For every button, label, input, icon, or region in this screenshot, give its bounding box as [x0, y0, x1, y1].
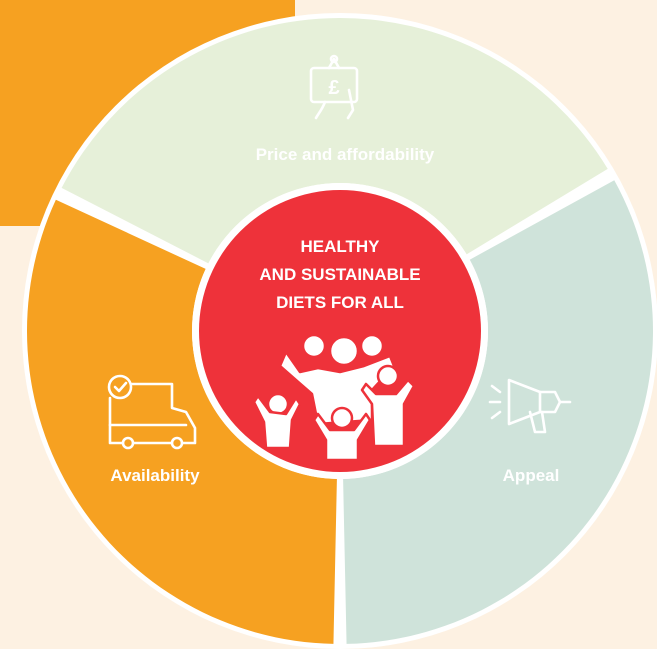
segment-label-appeal: Appeal — [503, 466, 560, 485]
price-tag-pound-icon: £ — [309, 54, 359, 120]
center-title-line-2: AND SUSTAINABLE — [259, 265, 420, 284]
segment-label-price: Price and affordability — [256, 145, 435, 164]
megaphone-icon — [488, 378, 572, 434]
svg-text:£: £ — [328, 77, 339, 99]
center-title-line-1: HEALTHY — [300, 237, 380, 256]
center-title-line-3: DIETS FOR ALL — [276, 293, 404, 312]
segment-label-availability: Availability — [110, 466, 200, 485]
segment-availability — [26, 199, 337, 644]
delivery-truck-icon — [107, 374, 197, 450]
segment-price-affordability — [61, 17, 608, 264]
people-celebrating-icon — [252, 333, 416, 462]
